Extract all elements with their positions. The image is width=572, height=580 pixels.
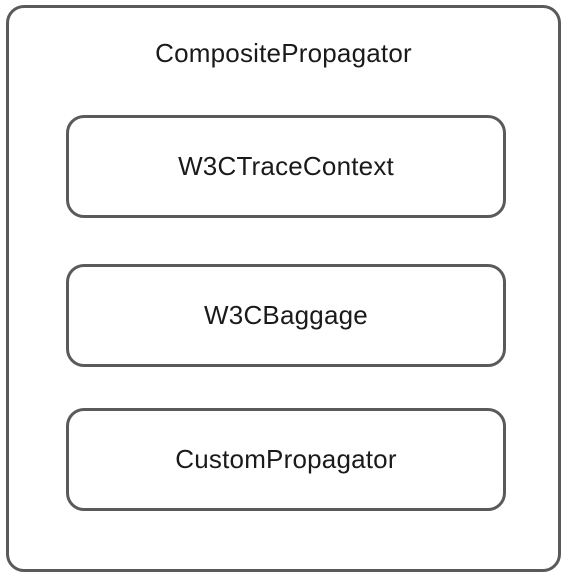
w3c-baggage-box: W3CBaggage [66, 264, 506, 367]
custom-propagator-box: CustomPropagator [66, 408, 506, 511]
w3c-trace-context-box: W3CTraceContext [66, 115, 506, 218]
custom-propagator-label: CustomPropagator [175, 444, 397, 474]
w3c-trace-context-label: W3CTraceContext [178, 151, 394, 181]
composite-propagator-container: CompositePropagator W3CTraceContext W3CB… [6, 5, 561, 572]
composite-propagator-label: CompositePropagator [155, 38, 412, 68]
w3c-baggage-label: W3CBaggage [204, 300, 368, 330]
